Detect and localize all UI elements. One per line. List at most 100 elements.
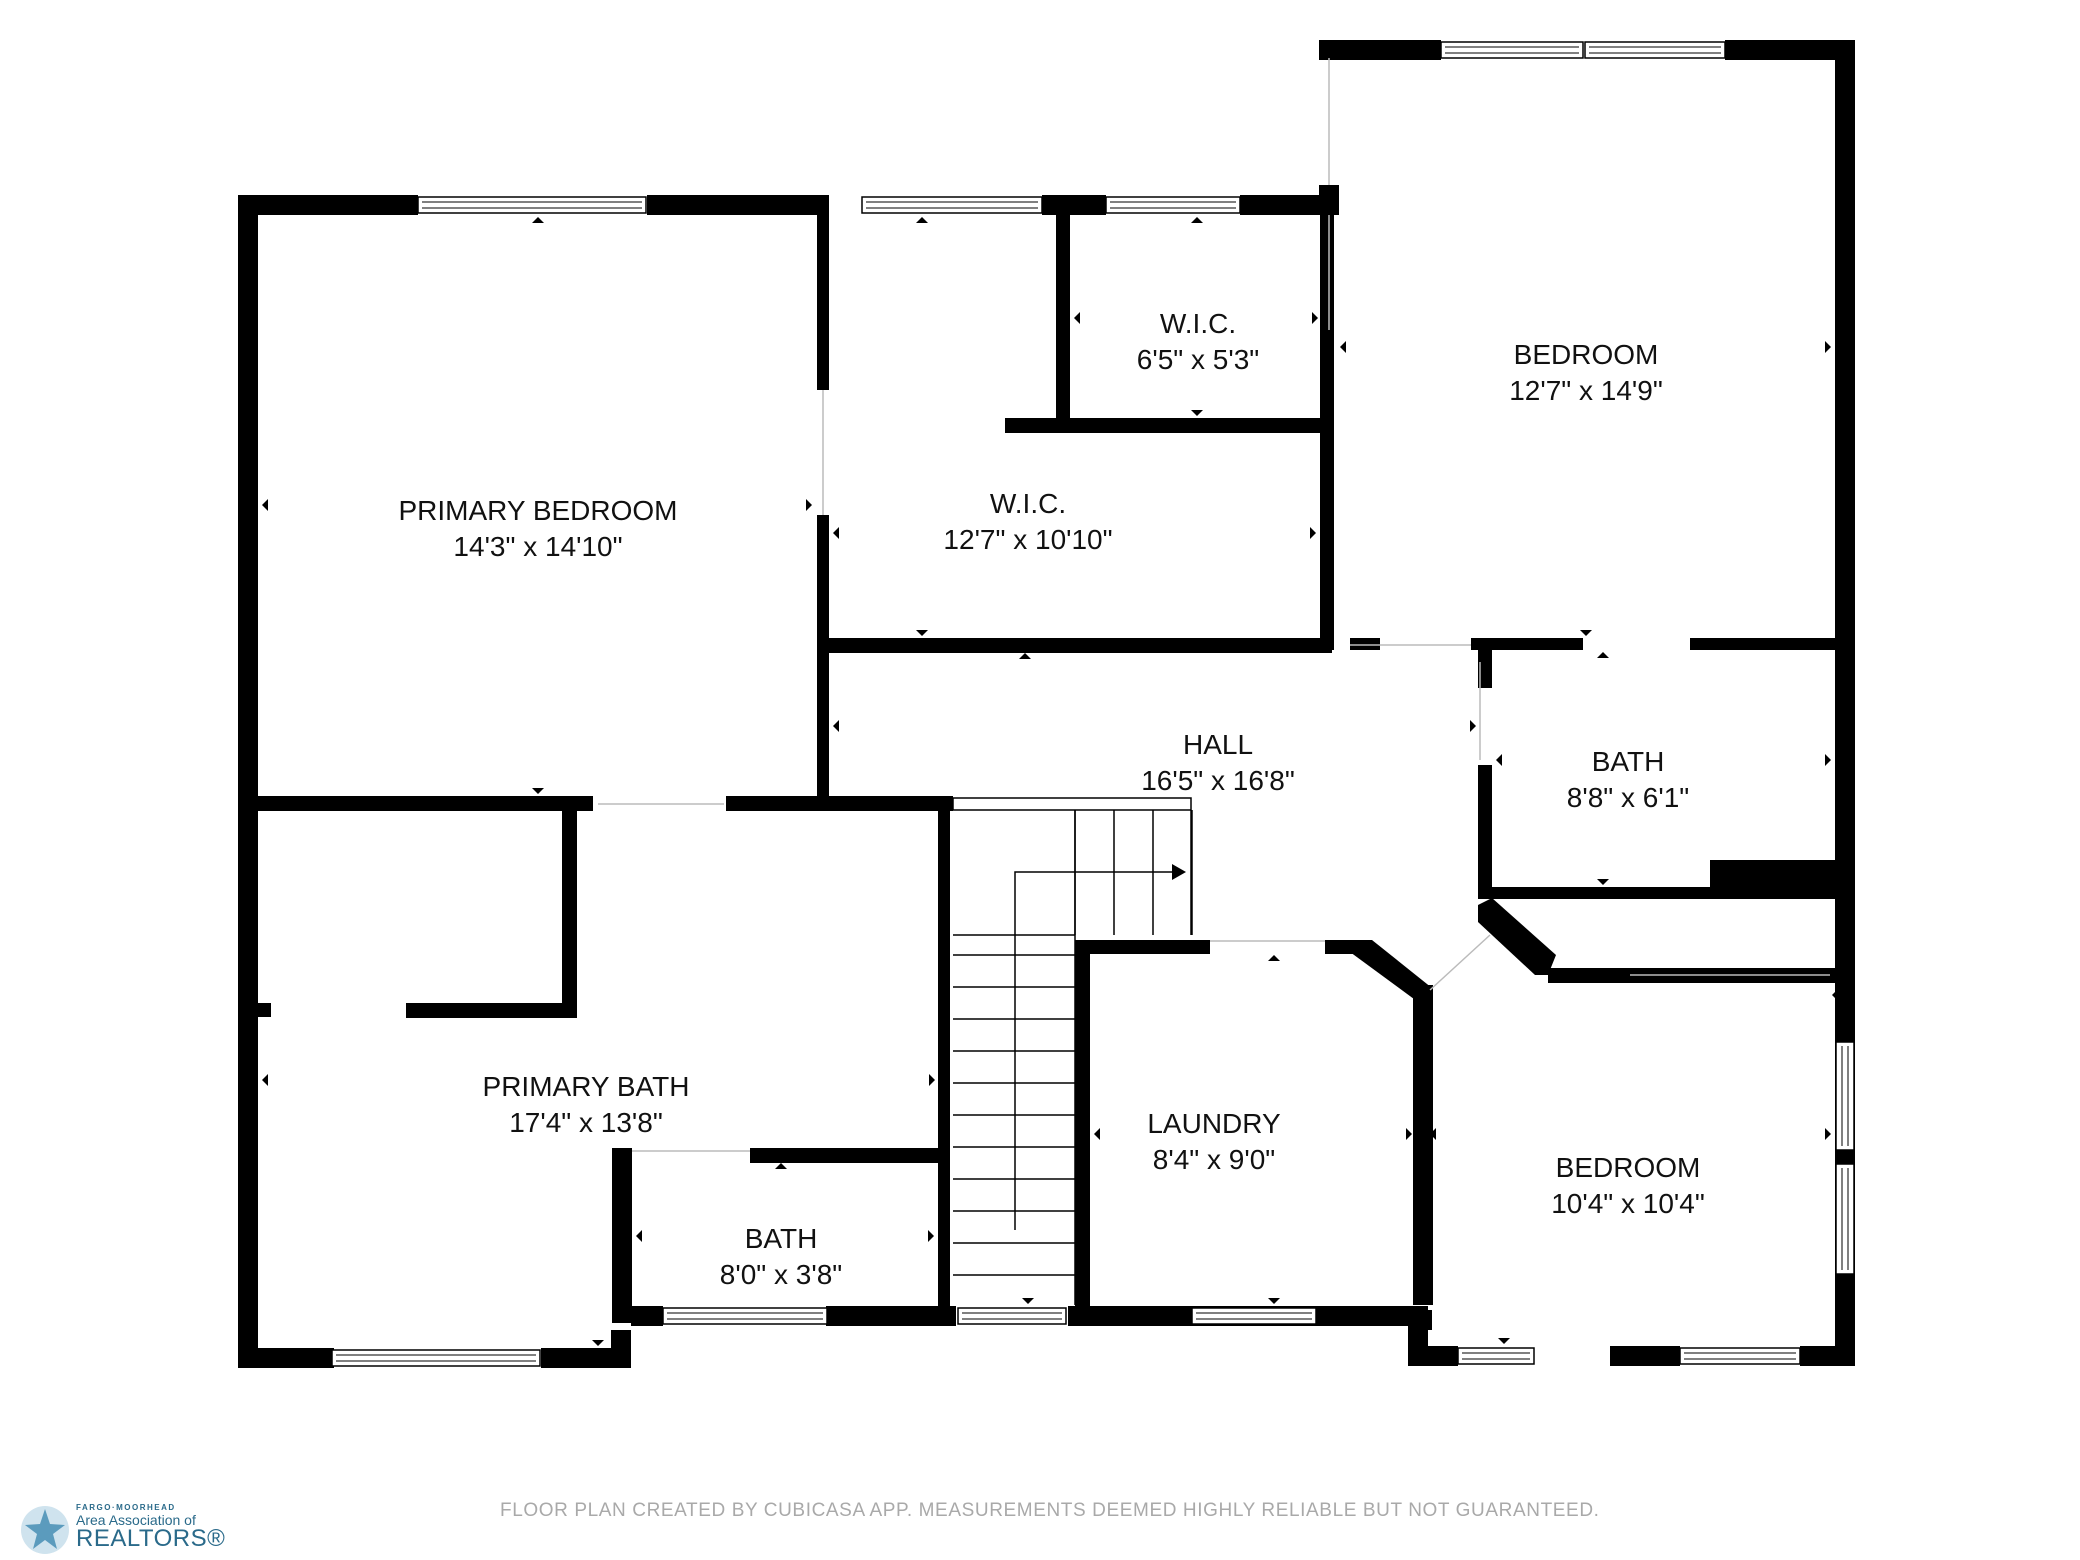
wall-segment — [1835, 1010, 1855, 1042]
dimension-marker — [1191, 217, 1203, 223]
dimension-marker — [1498, 1338, 1510, 1344]
room-dimensions: 10'4" x 10'4" — [1551, 1188, 1705, 1219]
dimension-marker — [1597, 879, 1609, 885]
wall-segment — [1350, 638, 1380, 650]
wall-segment — [1710, 860, 1835, 888]
dimension-marker — [1094, 1128, 1100, 1140]
wall-segment — [817, 515, 829, 805]
room-name: W.I.C. — [989, 488, 1067, 519]
room-name: BEDROOM — [1555, 1152, 1701, 1183]
wall-segment — [1005, 418, 1325, 433]
dimension-marker — [1825, 754, 1831, 766]
dimension-marker — [262, 1074, 268, 1086]
disclaimer-footer: FLOOR PLAN CREATED BY CUBICASA APP. MEAS… — [500, 1500, 1600, 1521]
wall-segment — [1325, 940, 1357, 954]
wall-segment — [726, 796, 953, 811]
windows — [331, 41, 1855, 1367]
wall-segment — [1835, 1274, 1855, 1365]
wall-segment — [541, 1348, 631, 1368]
wall-segment — [406, 1003, 577, 1018]
window — [1584, 41, 1726, 59]
dimension-marker — [1597, 652, 1609, 658]
dimension-marker — [1825, 341, 1831, 353]
room-bath-right: BATH 8'8" x 6'1" — [1567, 744, 1689, 816]
window — [1105, 196, 1241, 214]
room-bath-small: BATH 8'0" x 3'8" — [720, 1221, 842, 1293]
room-dimensions: 12'7" x 14'9" — [1509, 375, 1663, 406]
wall-segment — [826, 1306, 956, 1326]
dimension-markers — [262, 217, 1838, 1346]
wall-segment — [253, 1003, 271, 1017]
wall-segment — [817, 638, 1332, 653]
stair-landing — [952, 797, 1192, 811]
room-bedroom-top: BEDROOM 12'7" x 14'9" — [1509, 337, 1663, 409]
wall-segment — [938, 796, 950, 1318]
dimension-marker — [1406, 1128, 1412, 1140]
room-primary-bedroom: PRIMARY BEDROOM 14'3" x 14'10" — [398, 493, 677, 565]
dimension-marker — [1022, 1298, 1034, 1304]
wall-segment — [1471, 638, 1583, 650]
dimension-marker — [1191, 410, 1203, 416]
room-dimensions: 14'3" x 14'10" — [453, 531, 623, 562]
wall-segment — [631, 1306, 663, 1326]
room-dimensions: 8'0" x 3'8" — [719, 1259, 843, 1290]
walls — [238, 40, 1855, 1368]
logo-line-2: Area Association of — [76, 1512, 196, 1528]
window — [1835, 1163, 1855, 1275]
wall-segment — [1413, 985, 1433, 1305]
stair-direction-arrow — [1172, 864, 1186, 880]
wall-diagonal — [1478, 898, 1556, 975]
room-dimensions: 12'7" x 10'10" — [943, 524, 1113, 555]
dimension-marker — [1430, 1128, 1436, 1140]
wall-segment — [238, 796, 593, 811]
window — [1440, 41, 1584, 59]
starburst-logo-icon — [21, 1506, 69, 1554]
wall-segment — [238, 195, 418, 215]
room-dimensions: 17'4" x 13'8" — [509, 1107, 663, 1138]
window — [1191, 1307, 1317, 1325]
dimension-marker — [262, 499, 268, 511]
wall-segment — [1075, 940, 1090, 1310]
room-dimensions: 16'5" x 16'8" — [1141, 765, 1295, 796]
staircase — [952, 797, 1193, 1305]
dimension-marker — [833, 720, 839, 732]
room-name: W.I.C. — [1159, 308, 1237, 339]
dimension-marker — [1832, 989, 1838, 1001]
room-hall: HALL 16'5" x 16'8" — [1141, 727, 1295, 799]
room-primary-bath: PRIMARY BATH 17'4" x 13'8" — [483, 1069, 690, 1141]
dimension-marker — [1470, 720, 1476, 732]
window — [417, 196, 647, 214]
room-dimensions: 8'8" x 6'1" — [1566, 782, 1690, 813]
wall-segment — [1725, 40, 1855, 60]
wall-segment — [1478, 887, 1835, 899]
window — [957, 1307, 1067, 1325]
wall-diagonal — [1350, 940, 1432, 1002]
room-name: HALL — [1182, 729, 1254, 760]
dimension-marker — [806, 499, 812, 511]
wall-segment — [1478, 765, 1492, 895]
wall-segment — [1240, 195, 1324, 215]
wall-segment — [647, 195, 821, 215]
dimension-marker — [1019, 653, 1031, 659]
room-dimensions: 8'4" x 9'0" — [1152, 1144, 1276, 1175]
room-name: BEDROOM — [1513, 339, 1659, 370]
wall-segment — [1056, 195, 1070, 430]
dimension-marker — [929, 1074, 935, 1086]
dimension-marker — [532, 788, 544, 794]
wall-segment — [238, 195, 258, 1368]
wall-segment — [562, 804, 577, 1017]
room-wic-large: W.I.C. 12'7" x 10'10" — [943, 486, 1112, 558]
dimension-marker — [1074, 312, 1080, 324]
dimension-marker — [916, 630, 928, 636]
dimension-marker — [592, 1340, 604, 1346]
wall-segment — [238, 1348, 334, 1368]
room-bedroom-bottom: BEDROOM 10'4" x 10'4" — [1551, 1150, 1705, 1222]
room-name: LAUNDRY — [1147, 1108, 1281, 1139]
dimension-marker — [928, 1230, 934, 1242]
dimension-marker — [636, 1230, 642, 1242]
wall-segment — [612, 1148, 632, 1323]
dimension-marker — [1496, 754, 1502, 766]
logo-line-3: REALTORS® — [76, 1525, 226, 1552]
dimension-marker — [1825, 1128, 1831, 1140]
